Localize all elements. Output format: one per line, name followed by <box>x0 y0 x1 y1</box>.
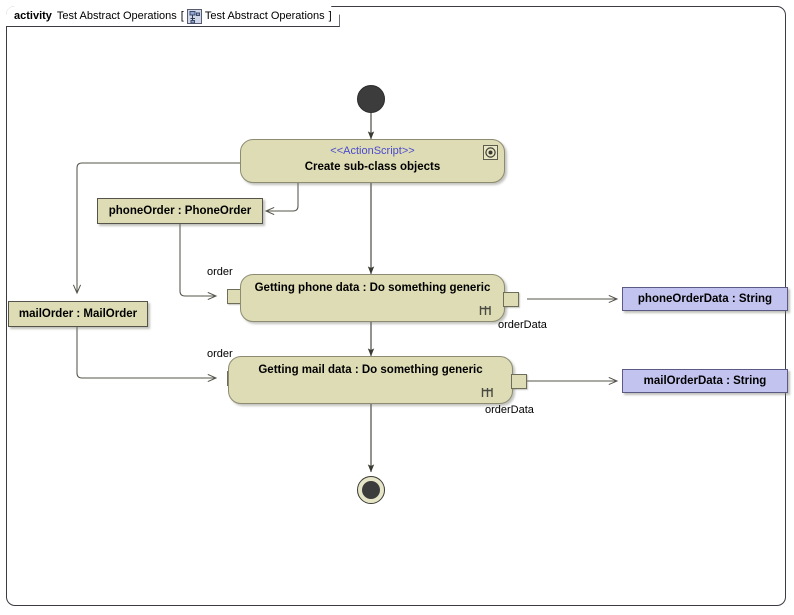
activity-final-node[interactable] <box>357 476 385 504</box>
action-create-label: Create sub-class objects <box>304 161 441 173</box>
output-pin-phone-label: orderData <box>498 319 547 331</box>
output-pin-mail-label: orderData <box>485 404 534 416</box>
action-stereotype-label: <<ActionScript>> <box>330 145 415 157</box>
action-script-badge-icon <box>483 145 498 160</box>
object-node-phone-order[interactable]: phoneOrder : PhoneOrder <box>97 198 263 224</box>
action-create-sub-class-objects[interactable]: <<ActionScript>> Create sub-class object… <box>240 139 505 183</box>
call-behavior-rake-icon <box>481 387 494 398</box>
object-node-phone-order-label: phoneOrder : PhoneOrder <box>108 205 252 217</box>
frame-keyword: activity <box>14 10 52 22</box>
activity-final-node-inner <box>362 481 380 499</box>
input-pin-phone-label: order <box>207 266 233 278</box>
output-pin-phone-order-data[interactable] <box>503 292 519 307</box>
output-pin-mail-order-data[interactable] <box>511 374 527 389</box>
input-pin-mail-label: order <box>207 348 233 360</box>
action-getting-phone-data-label: Getting phone data : Do something generi… <box>254 282 491 294</box>
action-getting-mail-data-label: Getting mail data : Do something generic <box>258 364 483 376</box>
frame-inner-name: Test Abstract Operations <box>204 10 325 22</box>
frame-bracket-open: [ <box>180 10 184 22</box>
call-behavior-rake-icon <box>479 305 492 316</box>
action-getting-mail-data[interactable]: Getting mail data : Do something generic <box>228 356 513 404</box>
initial-node[interactable] <box>357 85 385 113</box>
frame-bracket-close: ] <box>328 10 332 22</box>
activity-diagram-icon <box>187 9 202 24</box>
object-node-mail-order-label: mailOrder : MailOrder <box>18 308 138 320</box>
object-node-mail-order[interactable]: mailOrder : MailOrder <box>8 301 148 327</box>
action-getting-phone-data[interactable]: Getting phone data : Do something generi… <box>240 274 505 322</box>
object-node-phone-order-data[interactable]: phoneOrderData : String <box>622 287 788 311</box>
object-node-mail-order-data[interactable]: mailOrderData : String <box>622 369 788 393</box>
frame-name: Test Abstract Operations <box>56 10 177 22</box>
activity-frame-header: activity Test Abstract Operations [ Test… <box>6 6 340 27</box>
object-node-phone-order-data-label: phoneOrderData : String <box>637 293 773 305</box>
object-node-mail-order-data-label: mailOrderData : String <box>643 375 767 387</box>
